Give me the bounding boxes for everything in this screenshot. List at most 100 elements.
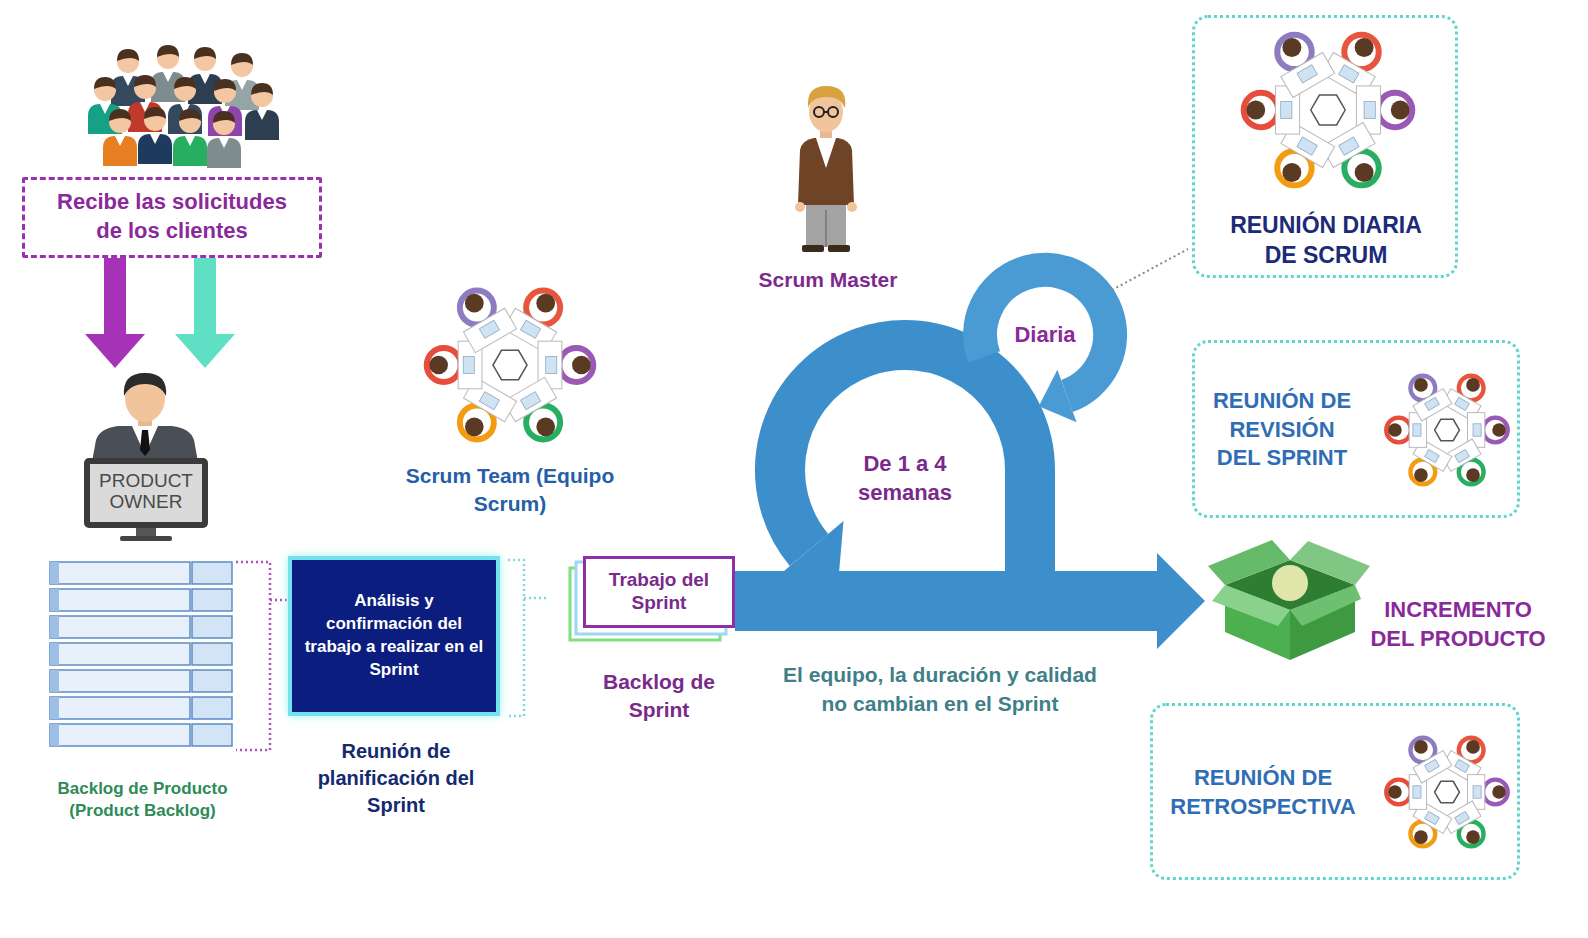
master-jacket [798,138,854,205]
member-head [429,356,448,375]
client-shirt [100,104,110,114]
sprint-card: Trabajo del Sprint [583,556,735,628]
client-figure [103,109,137,166]
desk-laptop [1473,424,1481,436]
client-shirt [237,80,247,90]
daily-loop [980,270,1110,396]
member-shoulders [1386,418,1411,443]
client-body [138,134,172,164]
team-table [493,350,527,379]
master-shoe [802,245,824,252]
member-desk [463,308,516,352]
desk-laptop [479,320,499,338]
member-desk [1413,389,1452,421]
member-head [1388,423,1402,437]
arrow-head [85,334,145,368]
desk-laptop [1364,101,1375,118]
desk-laptop [1425,811,1440,824]
client-hair [231,53,253,65]
cycle-label: Diaria [995,321,1095,349]
arrow-shaft [735,571,1157,631]
node-text: Trabajo del Sprint [589,569,729,615]
daily-loop-head [1039,370,1077,423]
product-owner-monitor: PRODUCT OWNER [82,368,210,540]
member-shoulders [1378,93,1412,127]
flow-arrow [735,553,1205,649]
planning-box: Análisis y confirmación del trabajo a re… [288,556,500,716]
master-shoe [828,245,850,252]
backlog-slab [50,589,190,611]
member-head [465,417,484,436]
client-shirt [185,136,195,146]
desk-laptop [1455,397,1470,410]
owner-hair [124,373,166,396]
client-hair [194,47,216,59]
backlog-slab-side [50,724,59,746]
node-text: INCREMENTO DEL PRODUCTO [1363,596,1553,653]
team-table [1435,781,1460,802]
master-shirt [816,138,836,168]
client-hair [251,83,273,95]
client-shirt [115,136,125,146]
member-head [1492,423,1506,437]
box-flap [1212,585,1290,626]
member-shoulders [1483,780,1508,805]
client-body [173,136,207,166]
desk-laptop [520,392,540,410]
backlog-slab [50,697,190,719]
desk-laptop [1297,65,1317,83]
client-figure [138,107,172,164]
node-text: Recibe las solicitudes de los clientes [49,188,295,245]
member-shoulders [1244,93,1278,127]
client-shirt [123,76,133,86]
owner-suit [92,426,198,462]
box-flap [1290,585,1361,626]
scrum-team-icon [427,291,594,440]
client-shirt [257,110,267,120]
member-head [536,417,555,436]
member-shoulders [1483,418,1508,443]
master-hand [795,202,805,212]
team-table [1435,419,1460,440]
node-text: Análisis y confirmación del trabajo a re… [304,590,484,682]
backlog-slab-side [50,562,59,584]
backlog-slab-side [50,697,59,719]
desk-top [463,308,516,352]
node-text: REUNIÓN DE RETROSPECTIVA [1163,764,1363,821]
member-head [1492,785,1506,799]
backlog-slab [50,670,190,692]
scrum-master-figure [795,86,857,252]
review-meeting-icon [1386,376,1508,485]
arrow-shaft [194,258,216,334]
desk-laptop [1281,101,1292,118]
member-head [1355,38,1374,57]
desk-laptop [1455,759,1470,772]
desk-laptop [463,357,474,374]
member-head [1282,163,1301,182]
desk-laptop [1339,137,1359,155]
member-head [1414,378,1428,392]
member-head [536,294,555,313]
cycle-label: De 1 a 4 semanas [850,450,960,507]
master-hand [847,202,857,212]
client-hair [117,49,139,61]
client-body [168,104,202,134]
request-box: Recibe las solicitudes de los clientes [22,177,322,258]
member-shoulders [1386,780,1411,805]
client-body [103,136,137,166]
sprint-backlog: Trabajo del SprintBacklog de Sprint [583,556,735,731]
desk-laptop [1339,65,1359,83]
desk-laptop [1425,449,1440,462]
desk-laptop [1425,759,1440,772]
client-shirt [200,74,210,84]
client-hair [157,45,179,57]
node-text: REUNIÓN DE REVISIÓN DEL SPRINT [1207,387,1357,473]
desk-laptop [1473,786,1481,798]
client-crowd [88,45,279,168]
desk-laptop [1455,449,1470,462]
member-head [1466,740,1480,754]
desk-laptop [1413,786,1421,798]
owner-tie [140,430,150,456]
review-meeting-box: REUNIÓN DE REVISIÓN DEL SPRINT [1192,340,1520,518]
